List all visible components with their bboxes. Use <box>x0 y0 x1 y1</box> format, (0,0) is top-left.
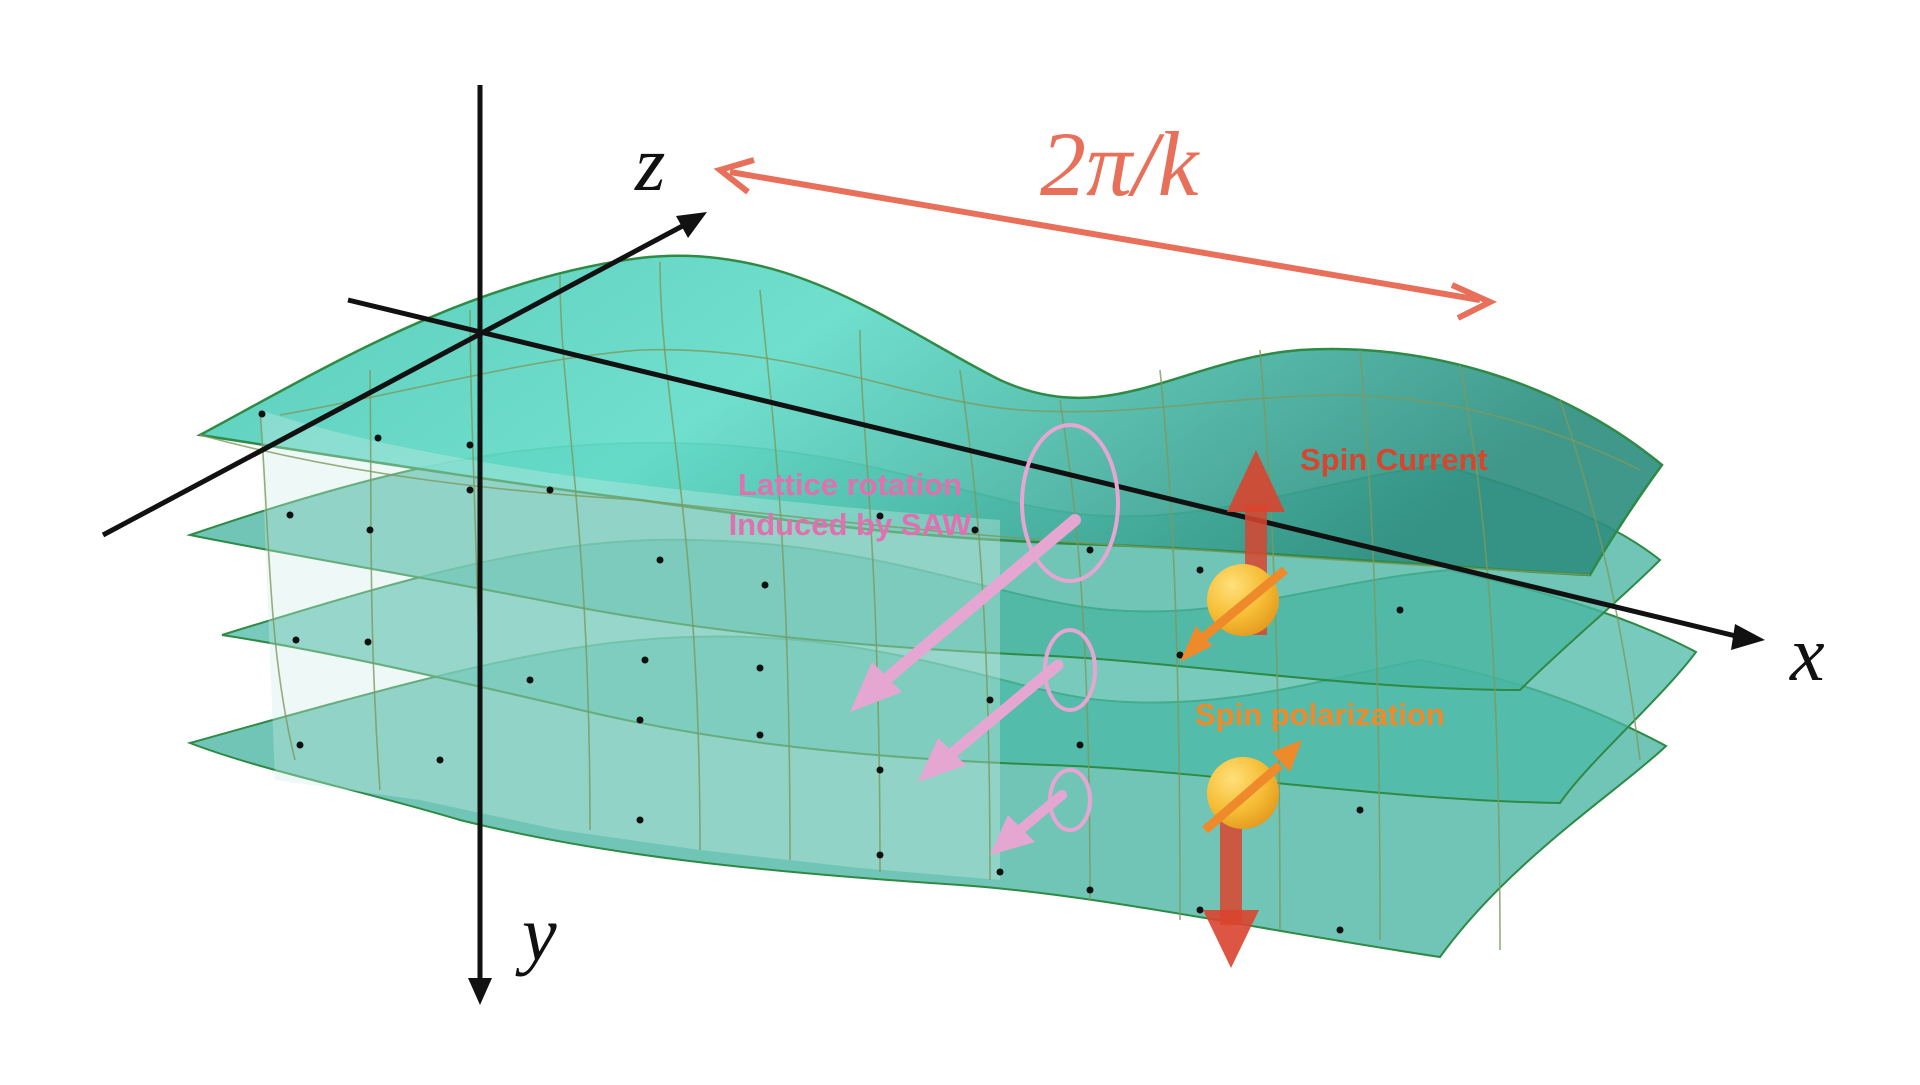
z-axis-arrowhead <box>676 212 707 238</box>
z-axis-line <box>101 219 692 538</box>
x-axis-line <box>347 297 1741 640</box>
lattice-rotation-indicators <box>850 423 1120 855</box>
spin-polarization-arrowhead <box>1180 626 1212 662</box>
lattice-points <box>258 410 1404 934</box>
x-axis-arrowhead <box>1731 624 1765 650</box>
lattice-rotation-label-line1: Lattice rotation <box>738 467 962 502</box>
spin-current-label: Spin Current <box>1300 442 1488 477</box>
coordinate-axes <box>101 85 1765 1005</box>
spin-particle-upper <box>1180 564 1288 662</box>
spin-polarization-label: Spin polarization <box>1195 697 1445 732</box>
rotation-arrowhead <box>850 662 902 712</box>
material-top-surface <box>196 254 1664 880</box>
y-axis-label: y <box>515 890 557 977</box>
rotation-arrowhead <box>990 815 1035 855</box>
wavelength-indicator <box>713 157 1498 321</box>
wavelength-label: 2π/k <box>1040 113 1201 215</box>
x-axis-label: x <box>1789 610 1825 697</box>
spin-particle-lower <box>1202 740 1302 834</box>
rotation-arrowhead <box>918 738 966 782</box>
z-axis-label: z <box>634 120 665 207</box>
lattice-rotation-label-line2: Induced by SAW <box>729 507 973 542</box>
rotation-circle-icon <box>1020 423 1120 583</box>
y-axis-arrowhead <box>468 978 492 1005</box>
spin-polarization-arrowhead <box>1272 740 1302 772</box>
